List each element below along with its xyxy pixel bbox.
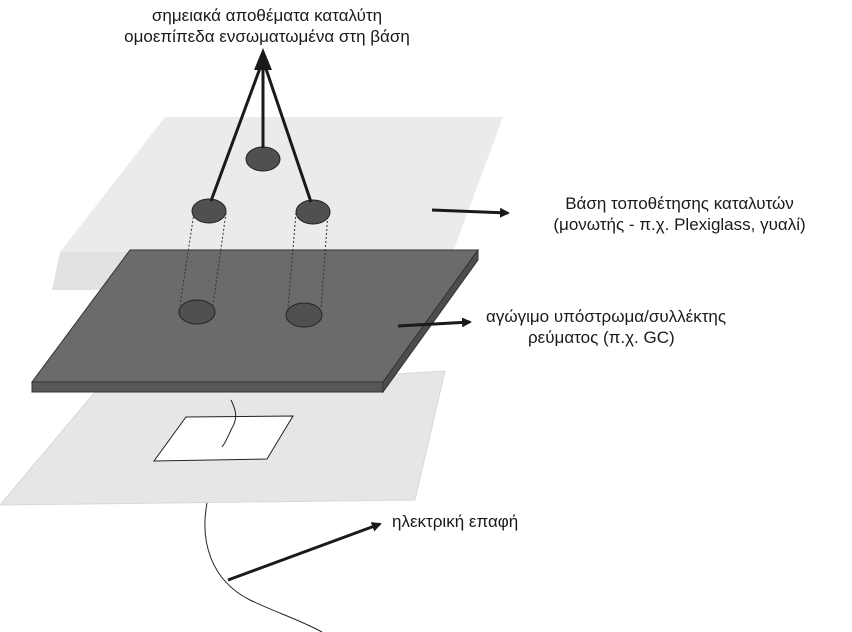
catalyst-arrowhead [254, 48, 272, 70]
contact-label: ηλεκτρική επαφή [392, 512, 519, 531]
catalyst-deposits-label: σημειακά αποθέματα καταλύτη ομοεπίπεδα ε… [97, 5, 437, 47]
catalyst-dot-left [191, 198, 227, 224]
substrate-label: αγώγιμο υπόστρωμα/συλλέκτης ρεύματος (π.… [486, 306, 726, 348]
substrate-label-line2: ρεύματος (π.χ. GC) [528, 328, 675, 347]
catalyst-dot-top [245, 146, 281, 172]
substrate-side [382, 248, 479, 394]
base-label-line1: Βάση τοποθέτησης καταλυτών [565, 194, 794, 213]
contact-pad [153, 415, 294, 462]
catalyst-arrows [209, 59, 313, 203]
base-label-line2: (μονωτής - π.χ. Plexiglass, γυαλί) [553, 215, 806, 234]
substrate-dot-right [285, 302, 323, 328]
pad-wire [221, 399, 237, 448]
base-label: Βάση τοποθέτησης καταλυτών (μονωτής - π.… [512, 193, 847, 235]
dotted-connectors [179, 212, 329, 309]
substrate-front [31, 381, 384, 393]
contact-wire [204, 502, 323, 632]
base-arrow [431, 207, 510, 218]
catalyst-dot-right [295, 199, 331, 225]
catalyst-deposits-line2: ομοεπίπεδα ενσωματωμένα στη βάση [124, 27, 410, 46]
substrate-dot-left [178, 299, 216, 325]
substrate-label-line1: αγώγιμο υπόστρωμα/συλλέκτης [486, 307, 727, 326]
substrate-arrow [397, 317, 472, 328]
contact-arrow [227, 522, 382, 582]
catalyst-deposits-line1: σημειακά αποθέματα καταλύτη [151, 6, 383, 25]
top-plate-surface [60, 117, 503, 252]
